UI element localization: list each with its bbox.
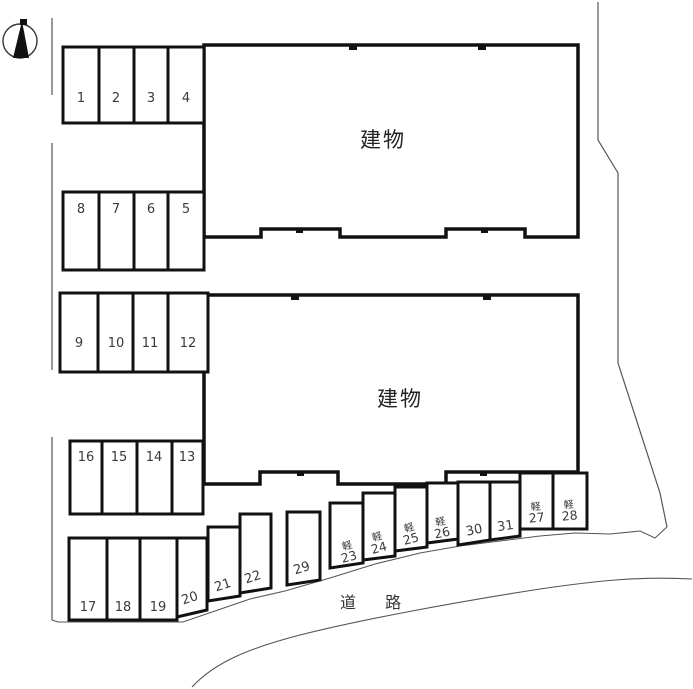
building-2-tick-2 xyxy=(483,295,491,300)
parking-space-25-box xyxy=(393,485,429,553)
stall-24-label: 24 xyxy=(369,538,388,557)
stall-14-label: 14 xyxy=(146,450,163,465)
building-2-tick-1 xyxy=(291,295,299,300)
stall-2-label: 2 xyxy=(112,91,120,106)
parking-space-22-box xyxy=(238,512,273,595)
north-arrow-icon xyxy=(2,19,38,59)
stall-15-label: 15 xyxy=(111,450,128,465)
road-upper-edge xyxy=(51,526,668,623)
building-1: 建物 xyxy=(202,43,580,239)
row-9-12-dividers xyxy=(96,293,170,372)
stall-22-label: 22 xyxy=(243,568,263,587)
parking-boxes xyxy=(58,45,589,622)
parking-space-24-box xyxy=(361,491,397,562)
stall-12-label: 12 xyxy=(180,336,197,351)
stall-labels: 1 2 3 4 8 7 6 5 9 10 11 12 16 15 14 13 1… xyxy=(75,91,578,615)
stall-18-label: 18 xyxy=(115,600,132,615)
right-boundary-line xyxy=(597,2,668,528)
stall-7-label: 7 xyxy=(112,202,120,217)
building-1-tick-2 xyxy=(478,45,486,50)
compass-tip xyxy=(20,19,27,25)
stall-4-label: 4 xyxy=(182,91,190,106)
stall-24-kei-label: 軽 xyxy=(371,530,384,544)
stall-17-label: 17 xyxy=(80,600,97,615)
stall-11-label: 11 xyxy=(142,336,159,351)
building-2-tick-4 xyxy=(480,472,487,476)
stall-28-kei-label: 軽 xyxy=(563,499,574,512)
stall-5-label: 5 xyxy=(182,202,190,217)
stall-25-kei-label: 軽 xyxy=(403,521,416,535)
stall-13-label: 13 xyxy=(179,450,196,465)
parking-space-21-box xyxy=(206,525,242,603)
row-17-19-dividers xyxy=(105,538,142,620)
stall-27-label: 27 xyxy=(528,509,545,525)
stall-10-label: 10 xyxy=(108,336,125,351)
parking-row-17-19 xyxy=(67,536,179,622)
parking-space-31-box xyxy=(488,480,522,542)
building-1-label: 建物 xyxy=(360,128,406,152)
stall-25-label: 25 xyxy=(401,529,420,548)
building-1-tick-4 xyxy=(481,229,488,233)
row-16-13-dividers xyxy=(100,441,174,514)
stall-9-label: 9 xyxy=(75,336,83,351)
building-1-tick-3 xyxy=(296,229,303,233)
building-2-outline xyxy=(202,293,580,486)
building-2-label: 建物 xyxy=(377,387,423,411)
stall-3-label: 3 xyxy=(147,91,155,106)
stall-26-label: 26 xyxy=(433,524,452,542)
stall-31-label: 31 xyxy=(496,518,514,535)
stall-28-label: 28 xyxy=(561,507,578,523)
building-1-tick-1 xyxy=(349,45,357,50)
road-label: 道 路 xyxy=(340,593,413,612)
building-1-outline xyxy=(202,43,580,239)
compass-needle xyxy=(13,21,29,58)
parking-space-29-box xyxy=(285,510,322,587)
stall-30-label: 30 xyxy=(465,522,484,540)
stall-1-label: 1 xyxy=(77,91,85,106)
stall-19-label: 19 xyxy=(150,600,167,615)
boundary-lines xyxy=(51,2,668,620)
stall-27-kei-label: 軽 xyxy=(530,501,541,514)
stall-16-label: 16 xyxy=(78,450,95,465)
stall-6-label: 6 xyxy=(147,202,155,217)
stall-29-label: 29 xyxy=(292,559,312,578)
stall-8-label: 8 xyxy=(77,202,85,217)
stall-26-kei-label: 軽 xyxy=(434,515,446,529)
building-2: 建物 xyxy=(202,293,580,486)
stall-23-kei-label: 軽 xyxy=(341,539,354,553)
building-2-tick-3 xyxy=(297,472,304,476)
stall-20-label: 20 xyxy=(180,589,200,608)
parking-space-23-box xyxy=(328,501,365,570)
stall-21-label: 21 xyxy=(213,576,233,595)
road-lower-edge xyxy=(191,577,693,688)
road-lines xyxy=(51,526,693,688)
row-8-5-dividers xyxy=(97,192,170,270)
stall-23-label: 23 xyxy=(339,547,358,566)
row-1-4-dividers xyxy=(97,47,170,123)
parking-space-20-box xyxy=(175,536,209,619)
